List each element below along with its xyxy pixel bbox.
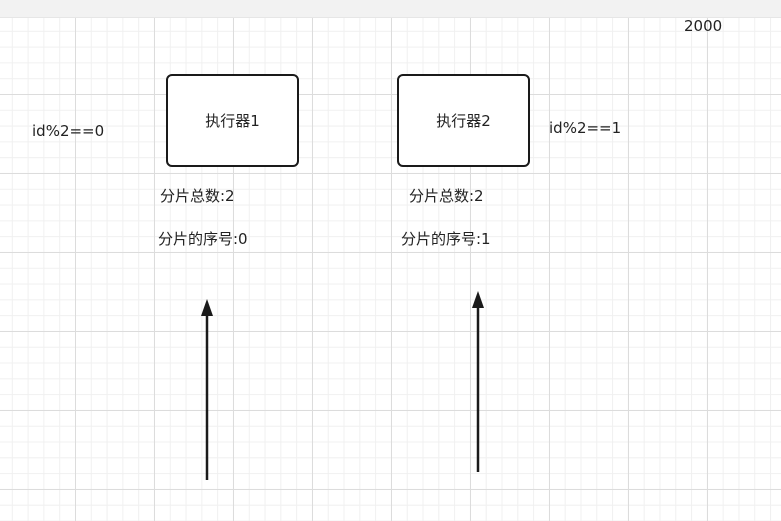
right-condition-label: id%2==1 [549,119,622,137]
left-condition-label: id%2==0 [32,122,105,140]
executor-2-box[interactable]: 执行器2 [397,74,530,167]
right-shard-total-label: 分片总数:2 [409,187,484,205]
executor-1-box[interactable]: 执行器1 [166,74,299,167]
arrow-right[interactable] [472,291,484,472]
arrow-left[interactable] [201,299,213,480]
left-shard-index-label: 分片的序号:0 [158,230,248,248]
executor-1-label: 执行器1 [205,112,260,130]
right-shard-index-label: 分片的序号:1 [401,230,491,248]
executor-2-label: 执行器2 [436,112,491,130]
page-number-label: 2000 [684,17,723,35]
diagram-canvas [0,18,781,521]
left-shard-total-label: 分片总数:2 [160,187,235,205]
top-toolbar [0,0,781,18]
